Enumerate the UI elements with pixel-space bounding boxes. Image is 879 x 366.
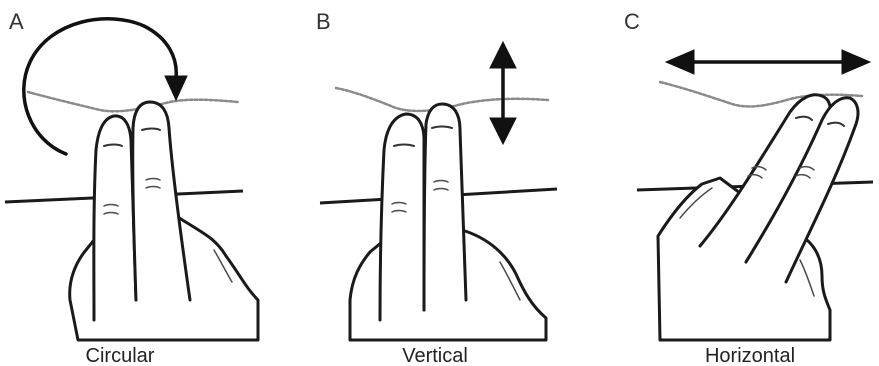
panel-a-index-finger (94, 116, 136, 320)
panel-c-letter: C (624, 9, 640, 34)
panel-c-caption: Horizontal (705, 345, 795, 366)
panel-a-skin-surface (28, 92, 238, 111)
panel-a-middle-finger (133, 102, 190, 300)
panel-c-skin-surface (660, 82, 862, 106)
panel-b: B Vertical (316, 9, 557, 366)
panel-b-letter: B (316, 9, 331, 34)
panel-b-arrowhead-down (490, 118, 516, 144)
panel-b-hand (350, 104, 546, 340)
panel-c-arrowhead-left (666, 50, 694, 74)
panel-a-caption: Circular (86, 345, 155, 366)
panel-a-arrowhead (165, 76, 187, 100)
panel-a-letter: A (9, 9, 24, 34)
panel-a-hand (70, 102, 258, 340)
panel-c-hand (658, 95, 858, 340)
panel-b-caption: Vertical (402, 345, 468, 366)
panel-b-arrowhead-up (490, 42, 516, 68)
panel-c: C Horizontal (624, 9, 873, 366)
panel-a: A Circular (5, 9, 258, 366)
panel-b-middle-finger (424, 104, 466, 310)
panel-c-arrowhead-right (842, 50, 870, 74)
